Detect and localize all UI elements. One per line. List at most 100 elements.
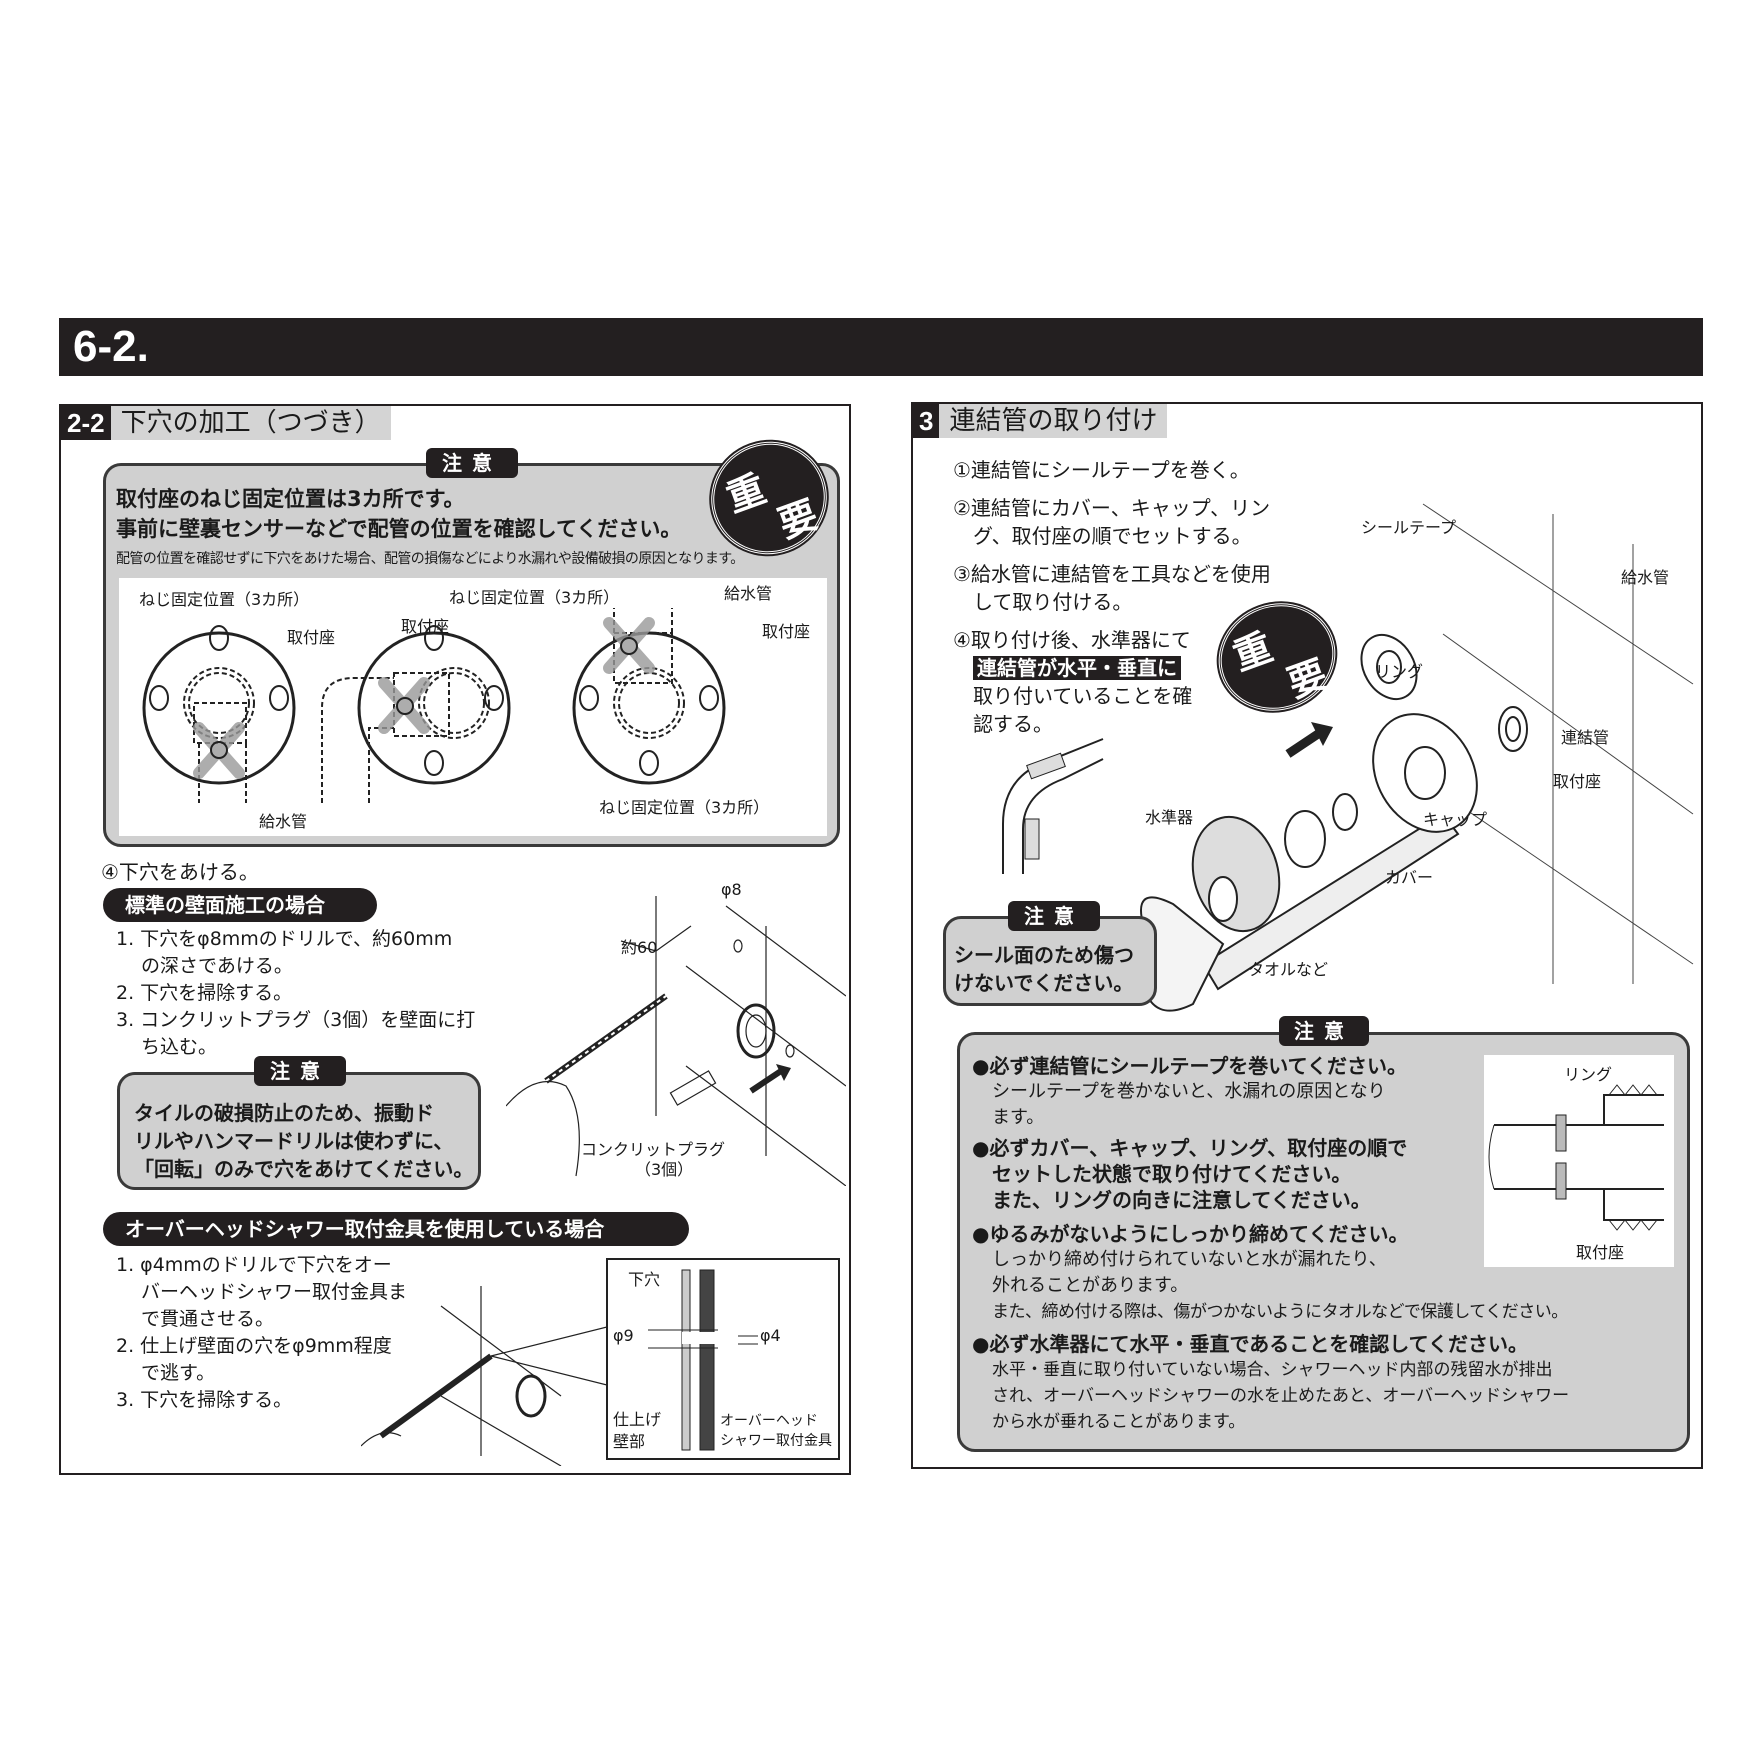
standard-wall-heading: 標準の壁面施工の場合 [103,888,377,922]
list-item: の深さであける。 [116,955,293,977]
caution-text: 外れることがあります。 [992,1275,1189,1296]
level-illustration [1002,738,1104,874]
label-phi4: φ4 [760,1326,781,1345]
label-screw-positions: ねじ固定位置（3カ所） [449,588,620,607]
ring-inset-graphic [1488,1084,1664,1231]
label-phi8: φ8 [721,880,742,899]
label-bracket: オーバーヘッド [720,1413,818,1429]
section-graphic [648,1269,758,1451]
label-screw-positions: ねじ固定位置（3カ所） [599,798,770,817]
section-title: 連結管の取り付け [939,404,1168,438]
overhead-drill-diagram [361,1286,611,1466]
caution-line: けないでください。 [954,971,1134,995]
label-finish-wall: 仕上げ [613,1410,662,1429]
drill-diagram [506,896,846,1186]
step: グ、取付座の順でセットする。 [953,524,1252,548]
left-panel: 2-2 下穴の加工（つづき） 取付座のねじ固定位置は3カ所です。 事前に壁裏セン… [59,404,851,1475]
label-mount: 取付座 [1576,1243,1625,1262]
caution-bold: ●ゆるみがないようにしっかり締めてください。 [972,1222,1409,1246]
label-cover: カバー [1385,868,1434,887]
list-item: 1. φ4mmのドリルで下穴をオー [116,1254,392,1276]
caution-bold: ●必ずカバー、キャップ、リング、取付座の順で [972,1136,1408,1160]
step: ②連結管にカバー、キャップ、リン [953,496,1271,520]
highlight-text: 連結管が水平・垂直に [973,656,1181,680]
section-number: 2-2 [61,406,111,440]
mount-diagram-graphic [142,608,726,803]
step: 認する。 [973,712,1053,736]
label-supply-pipe: 給水管 [259,812,308,831]
caution-line: シール面のため傷つ [954,943,1134,967]
label-mount: 取付座 [762,622,811,641]
overhead-heading: オーバーヘッドシャワー取付金具を使用している場合 [103,1212,689,1246]
list-item: 3. 下穴を掃除する。 [116,1389,293,1411]
list-item: で逃す。 [116,1362,216,1384]
drill-caution-box: タイルの破損防止のため、振動ド リルやハンマードリルは使わずに、 「回転」のみで… [117,1072,481,1190]
caution-label: 注意 [1008,901,1100,931]
step: 取り付いていることを確 [973,684,1193,708]
connector-assembly-illustration [1140,503,1694,1012]
label-mount: 取付座 [1553,772,1602,791]
overhead-section-diagram: 下穴 φ9 φ4 仕上げ 壁部 オーバーヘッド シャワー取付金具 [606,1258,840,1460]
caution-text: ます。 [992,1107,1045,1128]
label-ring: リング [1375,662,1424,681]
section-heading: 3 連結管の取り付け [913,404,1168,438]
section-heading: 2-2 下穴の加工（つづき） [61,406,391,440]
ring-orientation-inset: リング 取付座 [1484,1055,1674,1267]
caution-note: 配管の位置を確認せずに下穴をあけた場合、配管の損傷などにより水漏れや設備破損の原… [116,551,744,567]
caution-label: 注意 [254,1056,346,1086]
step: ③給水管に連結管を工具などを使用 [953,562,1271,586]
caution-bold-line: 取付座のねじ固定位置は3カ所です。 [116,487,465,511]
section-number: 3 [913,404,940,438]
label-ring: リング [1564,1065,1613,1084]
list-item: 2. 仕上げ壁面の穴をφ9mm程度 [116,1335,392,1357]
step: して取り付ける。 [953,590,1133,614]
caution-text: から水が垂れることがあります。 [992,1412,1246,1432]
main-caution-box: ●必ず連結管にシールテープを巻いてください。 シールテープを巻かないと、水漏れの… [957,1032,1690,1452]
caution-label: 注意 [426,448,518,478]
caution-bold: また、リングの向きに注意してください。 [972,1188,1371,1212]
label-cap: キャップ [1423,810,1488,829]
label-supply-pipe: 給水管 [724,584,773,603]
step: ①連結管にシールテープを巻く。 [953,458,1250,482]
label-bracket: シャワー取付金具 [720,1433,832,1449]
caution-line: リルやハンマードリルは使わずに、 [134,1129,454,1153]
step-4: ④下穴をあける。 [101,860,259,884]
label-seal-tape: シールテープ [1361,518,1457,537]
caution-bold-line: 事前に壁裏センサーなどで配管の位置を確認してください。 [116,517,682,541]
caution-text: シールテープを巻かないと、水漏れの原因となり [992,1081,1386,1102]
list-item: 3. コンクリットプラグ（3個）を壁面に打 [116,1009,476,1031]
caution-text: また、締め付ける際は、傷がつかないようにタオルなどで保護してください。 [992,1302,1568,1322]
important-char: 重 [720,466,772,521]
caution-bold: セットした状態で取り付けてください。 [972,1162,1352,1186]
label-plug-count: （3個） [635,1160,694,1179]
label-supply-pipe: 給水管 [1621,568,1670,587]
caution-box: 取付座のねじ固定位置は3カ所です。 事前に壁裏センサーなどで配管の位置を確認して… [103,463,840,847]
caution-line: 「回転」のみで穴をあけてください。 [134,1157,474,1181]
step: ④取り付け後、水準器にて [953,628,1191,652]
caution-line: タイルの破損防止のため、振動ド [134,1101,434,1125]
page-header-bar: 6-2. [59,318,1703,376]
label-phi9: φ9 [613,1326,634,1345]
list-item: バーヘッドシャワー取付金具ま [116,1281,408,1303]
page-number: 6-2. [73,322,149,371]
seal-caution-box: シール面のため傷つ けないでください。 [943,916,1157,1006]
label-mount: 取付座 [401,617,450,636]
label-screw-positions: ねじ固定位置（3カ所） [139,590,310,609]
caution-text: しっかり締め付けられていないと水が漏れたり、 [992,1249,1387,1270]
label-towel: タオルなど [1248,960,1329,979]
label-mount: 取付座 [287,628,336,647]
label-plug: コンクリットプラグ [581,1140,726,1159]
label-depth: 約60 [621,938,658,957]
list-item: 2. 下穴を掃除する。 [116,982,293,1004]
section-title: 下穴の加工（つづき） [110,406,391,440]
list-item: ち込む。 [116,1036,218,1058]
caution-text: され、オーバーヘッドシャワーの水を止めたあと、オーバーヘッドシャワー [992,1386,1570,1406]
right-panel: 3 連結管の取り付け ①連結管にシールテープを巻く。 ②連結管にカバー、キャップ… [911,402,1703,1469]
label-level: 水準器 [1145,808,1194,827]
label-finish-wall: 壁部 [613,1432,646,1451]
caution-text: 水平・垂直に取り付いていない場合、シャワーヘッド内部の残留水が排出 [992,1360,1553,1380]
caution-label: 注意 [1279,1016,1369,1046]
mount-position-diagram: ねじ固定位置（3カ所） 取付座 給水管 ねじ固定位置（3カ所） 取付座 給水管 … [119,578,827,836]
list-item: 1. 下穴をφ8mmのドリルで、約60mm [116,928,453,950]
caution-bold: ●必ず連結管にシールテープを巻いてください。 [972,1054,1408,1078]
